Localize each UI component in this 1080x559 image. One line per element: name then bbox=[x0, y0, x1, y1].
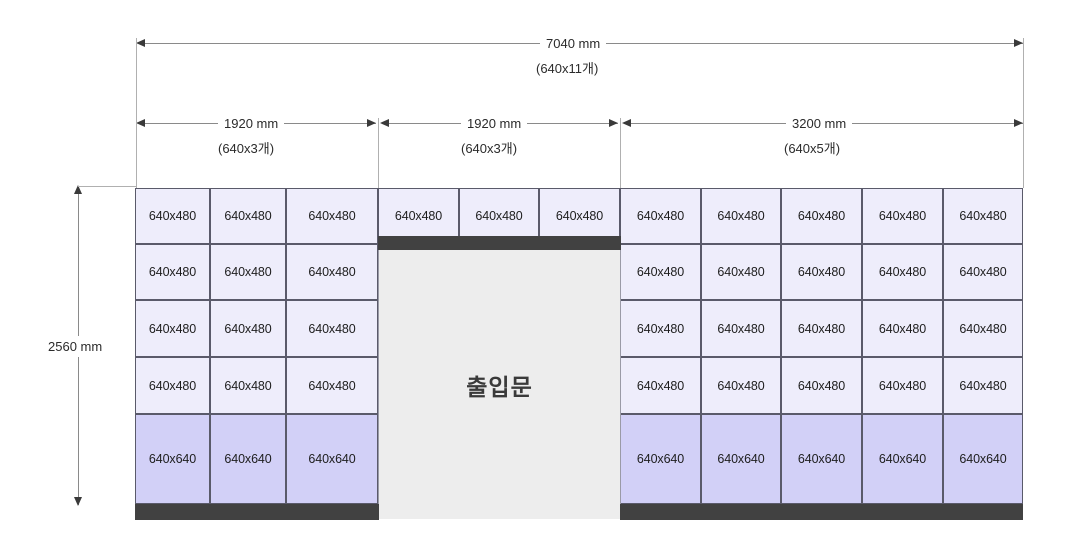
panel-r1-c9[interactable]: 640x480 bbox=[781, 188, 862, 244]
extension-line-door-right bbox=[620, 118, 621, 190]
extension-line-door-left bbox=[378, 118, 379, 190]
panel-r5-c10[interactable]: 640x640 bbox=[862, 414, 943, 504]
segment-1-arrow-left bbox=[136, 119, 145, 127]
panel-r1-c2[interactable]: 640x480 bbox=[210, 188, 286, 244]
panel-r1-c6[interactable]: 640x480 bbox=[539, 188, 620, 244]
panel-r5-c11[interactable]: 640x640 bbox=[943, 414, 1023, 504]
segment-3-arrow-left bbox=[622, 119, 631, 127]
overall-dimension-sublabel: (640x11개) bbox=[536, 61, 599, 76]
panel-r1-c3[interactable]: 640x480 bbox=[286, 188, 378, 244]
panel-r4-c9[interactable]: 640x480 bbox=[781, 357, 862, 414]
panel-r4-c7[interactable]: 640x480 bbox=[620, 357, 701, 414]
door-lintel-beam bbox=[378, 236, 621, 250]
height-dimension-arrow-bottom bbox=[74, 497, 82, 506]
panel-r4-c1[interactable]: 640x480 bbox=[135, 357, 210, 414]
panel-r1-c4[interactable]: 640x480 bbox=[378, 188, 459, 244]
panel-r4-c11[interactable]: 640x480 bbox=[943, 357, 1023, 414]
extension-line-height-top bbox=[78, 186, 136, 187]
segment-2-label: 1920 mm bbox=[461, 115, 528, 132]
segment-3-arrow-right bbox=[1014, 119, 1023, 127]
panel-r5-c1[interactable]: 640x640 bbox=[135, 414, 210, 504]
door-opening[interactable]: 출입문 bbox=[378, 250, 621, 519]
panel-r3-c3[interactable]: 640x480 bbox=[286, 300, 378, 357]
panel-r2-c9[interactable]: 640x480 bbox=[781, 244, 862, 300]
panel-r3-c9[interactable]: 640x480 bbox=[781, 300, 862, 357]
floor-bar-right bbox=[620, 504, 1023, 520]
panel-r2-c10[interactable]: 640x480 bbox=[862, 244, 943, 300]
height-dimension-arrow-top bbox=[74, 185, 82, 194]
panel-r5-c2[interactable]: 640x640 bbox=[210, 414, 286, 504]
panel-r4-c2[interactable]: 640x480 bbox=[210, 357, 286, 414]
extension-line-left bbox=[136, 38, 137, 188]
panel-r5-c3[interactable]: 640x640 bbox=[286, 414, 378, 504]
panel-r2-c11[interactable]: 640x480 bbox=[943, 244, 1023, 300]
panel-r1-c7[interactable]: 640x480 bbox=[620, 188, 701, 244]
overall-dimension-arrow-left bbox=[136, 39, 145, 47]
panel-r1-c5[interactable]: 640x480 bbox=[459, 188, 539, 244]
panel-r4-c10[interactable]: 640x480 bbox=[862, 357, 943, 414]
segment-1-label: 1920 mm bbox=[218, 115, 285, 132]
segment-1-sublabel: (640x3개) bbox=[218, 141, 275, 156]
panel-r3-c8[interactable]: 640x480 bbox=[701, 300, 781, 357]
panel-r5-c8[interactable]: 640x640 bbox=[701, 414, 781, 504]
panel-r1-c11[interactable]: 640x480 bbox=[943, 188, 1023, 244]
panel-r4-c3[interactable]: 640x480 bbox=[286, 357, 378, 414]
segment-3-sublabel: (640x5개) bbox=[784, 141, 841, 156]
panel-r3-c7[interactable]: 640x480 bbox=[620, 300, 701, 357]
door-label: 출입문 bbox=[466, 373, 533, 400]
panel-r2-c7[interactable]: 640x480 bbox=[620, 244, 701, 300]
panel-r5-c9[interactable]: 640x640 bbox=[781, 414, 862, 504]
overall-dimension-arrow-right bbox=[1014, 39, 1023, 47]
panel-r2-c1[interactable]: 640x480 bbox=[135, 244, 210, 300]
panel-r3-c1[interactable]: 640x480 bbox=[135, 300, 210, 357]
panel-r1-c10[interactable]: 640x480 bbox=[862, 188, 943, 244]
overall-dimension-label: 7040 mm bbox=[540, 35, 607, 52]
segment-2-arrow-left bbox=[380, 119, 389, 127]
extension-line-right bbox=[1023, 38, 1024, 188]
panel-r4-c8[interactable]: 640x480 bbox=[701, 357, 781, 414]
floor-bar-left bbox=[135, 504, 379, 520]
panel-r2-c3[interactable]: 640x480 bbox=[286, 244, 378, 300]
panel-r2-c2[interactable]: 640x480 bbox=[210, 244, 286, 300]
segment-3-label: 3200 mm bbox=[786, 115, 853, 132]
height-dimension-label: 2560 mm bbox=[44, 336, 107, 357]
panel-r1-c1[interactable]: 640x480 bbox=[135, 188, 210, 244]
panel-r3-c11[interactable]: 640x480 bbox=[943, 300, 1023, 357]
segment-2-sublabel: (640x3개) bbox=[461, 141, 518, 156]
segment-2-arrow-right bbox=[609, 119, 618, 127]
panel-r3-c2[interactable]: 640x480 bbox=[210, 300, 286, 357]
panel-r2-c8[interactable]: 640x480 bbox=[701, 244, 781, 300]
panel-r1-c8[interactable]: 640x480 bbox=[701, 188, 781, 244]
panel-r5-c7[interactable]: 640x640 bbox=[620, 414, 701, 504]
segment-1-arrow-right bbox=[367, 119, 376, 127]
panel-r3-c10[interactable]: 640x480 bbox=[862, 300, 943, 357]
